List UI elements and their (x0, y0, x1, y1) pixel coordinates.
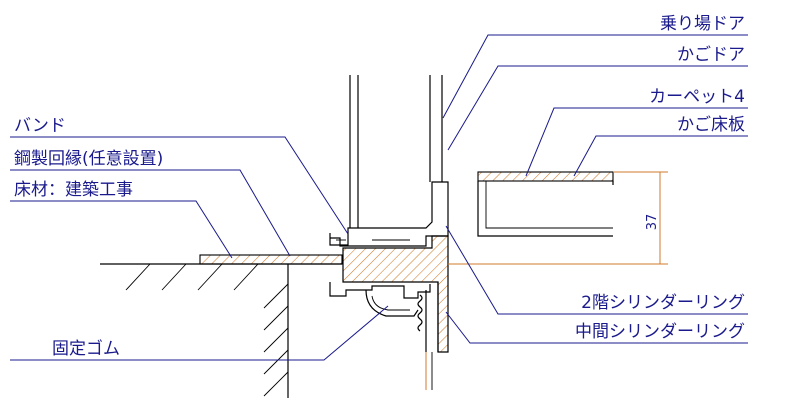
label-carpet: カーペット4 (649, 87, 745, 107)
sill-tail-lines (425, 282, 439, 390)
label-car-door: かごドア (677, 45, 745, 65)
dimension-37: 37 (448, 171, 668, 265)
upper-sill-guide (329, 181, 449, 247)
label-car-floor: かご床板 (677, 115, 745, 135)
floor-material-strip (199, 254, 343, 265)
leader-lines (10, 34, 748, 361)
label-band: バンド (14, 116, 66, 136)
dimension-value: 37 (645, 214, 660, 231)
label-landing-door: 乗り場ドア (660, 14, 745, 34)
car-door-panel (349, 75, 359, 228)
hatched-sill-block (342, 235, 449, 353)
fixing-rubber-shape (417, 294, 423, 332)
car-floor-section (477, 171, 614, 237)
building-floor-slab (100, 263, 342, 398)
label-fixing-rubber: 固定ゴム (52, 338, 120, 359)
label-steel-edge: 鋼製回縁(任意設置) (14, 149, 163, 169)
landing-door-panel (429, 75, 443, 182)
label-cylinder-ring-mid: 中間シリンダーリング (575, 322, 745, 342)
label-floor-material: 床材：建築工事 (14, 180, 133, 200)
label-cylinder-ring-2f: 2階シリンダーリング (581, 293, 745, 313)
labels: 乗り場ドア かごドア カーペット4 かご床板 バンド 鋼製回縁(任意設置) 床材… (14, 14, 745, 359)
lower-sill-hanger (329, 282, 431, 352)
